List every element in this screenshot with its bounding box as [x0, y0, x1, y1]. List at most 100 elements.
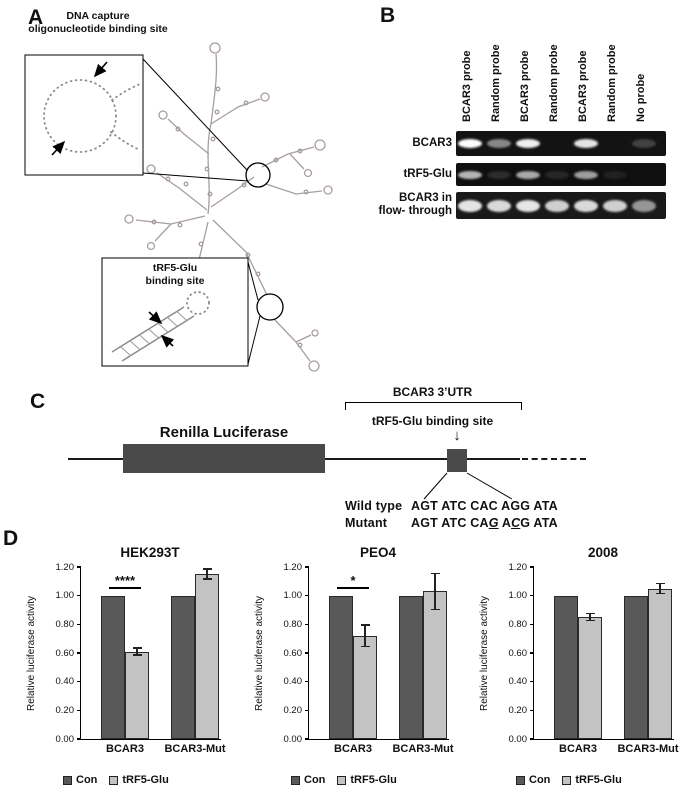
wild-type-sequence: AGT ATC CAC AGG ATA [411, 499, 558, 513]
gel-band [458, 170, 482, 179]
gel-row-label-bcar3: BCAR3 [412, 137, 452, 149]
y-tick-label: 0.00 [508, 733, 528, 745]
top-site-circle [245, 162, 271, 188]
trf5-glu-site-caption: tRF5-Glu binding site [145, 262, 205, 288]
legend-swatch-con [291, 775, 300, 785]
site-to-sequence-lines [423, 472, 513, 500]
legend-swatch-trf5-glu [337, 775, 347, 785]
bar-con-bcar3 [101, 595, 125, 739]
gel-band [516, 139, 540, 148]
panel-c-label: C [30, 390, 46, 413]
mutant-substitution-c: C [511, 516, 521, 530]
y-tick-mark [305, 566, 309, 568]
y-axis-label: Relative luciferase activity [254, 595, 265, 711]
legend-swatch-trf5-glu [562, 775, 572, 785]
y-tick-label: 0.60 [55, 647, 75, 659]
y-tick-mark [305, 594, 309, 597]
down-arrow-icon: ↓ [453, 427, 461, 444]
y-tick-label: 0.20 [55, 704, 75, 716]
bcar3-3utr-label: BCAR3 3’UTR [392, 385, 473, 399]
binding-site-arrow-icon [93, 61, 108, 78]
y-tick-label: 1.00 [508, 590, 528, 602]
chart-legend: Con tRF5-Glu [291, 774, 397, 786]
x-category-label: BCAR3-Mut [164, 743, 226, 755]
gel-band [516, 199, 540, 212]
gel-band [545, 199, 569, 212]
y-tick-label: 1.20 [55, 561, 75, 573]
gel-lane-label: Random probe [548, 44, 560, 122]
gel-strip [456, 131, 666, 156]
y-tick-mark [305, 623, 309, 626]
mutant-label: Mutant [345, 516, 388, 530]
gel-band [632, 139, 656, 148]
y-tick-mark [305, 680, 309, 683]
gel-band [458, 139, 482, 148]
construct-dashed-line [522, 458, 586, 460]
gel-band [516, 170, 540, 179]
legend-swatch-trf5-glu [109, 775, 119, 785]
wild-type-row: Wild type AGT ATC CAC AGG ATA [345, 499, 558, 513]
bar-trf5-glu-bcar3-mut [423, 591, 447, 739]
y-tick-mark [77, 594, 81, 597]
legend-label: Con [529, 774, 551, 786]
significance-label: **** [114, 572, 136, 588]
y-tick-label: 0.00 [55, 733, 75, 745]
y-tick-mark [77, 652, 81, 654]
bar-con-bcar3 [554, 595, 578, 739]
y-tick-label: 0.60 [283, 647, 303, 659]
y-tick-label: 1.00 [55, 590, 75, 602]
rna-structure-graphic [24, 42, 333, 372]
legend-item: Con [291, 774, 325, 786]
legend-label: tRF5-Glu [575, 774, 622, 786]
binding-site-box [447, 449, 467, 472]
bottom-inset-stem [111, 291, 210, 362]
y-tick-mark [530, 566, 534, 568]
dna-capture-site-caption: DNA capture oligonucleotide binding site [28, 10, 168, 36]
error-bar [202, 568, 212, 580]
y-tick-mark [530, 594, 534, 597]
gel-band [603, 170, 627, 179]
y-tick-mark [530, 738, 534, 740]
y-tick-label: 0.60 [508, 647, 528, 659]
y-tick-mark [77, 566, 81, 568]
y-tick-mark [305, 709, 309, 712]
legend-label: Con [76, 774, 98, 786]
gel-row-label-trf5-glu: tRF5-Glu [403, 168, 452, 180]
top-inset-loop [43, 61, 141, 156]
y-tick-label: 0.40 [55, 676, 75, 688]
chart-legend: Con tRF5-Glu [516, 774, 622, 786]
legend-swatch-con [63, 775, 72, 785]
gel-band [574, 170, 598, 179]
y-tick-label: 0.80 [283, 618, 303, 630]
significance-line [337, 587, 369, 589]
chart-title: PEO4 [359, 545, 397, 560]
gel-band [603, 199, 627, 212]
y-tick-label: 1.20 [508, 561, 528, 573]
utr-bracket [345, 402, 522, 410]
chart-legend: Con tRF5-Glu [63, 774, 169, 786]
binding-site-arrow-icon [51, 140, 66, 156]
legend-item: Con [516, 774, 550, 786]
error-bar [132, 647, 142, 656]
x-category-label: BCAR3 [106, 743, 144, 755]
y-tick-label: 0.80 [508, 618, 528, 630]
legend-label: tRF5-Glu [350, 774, 397, 786]
top-inset-box [24, 54, 144, 176]
legend-label: tRF5-Glu [122, 774, 169, 786]
gel-band [574, 139, 598, 148]
y-tick-label: 0.80 [55, 618, 75, 630]
mutant-seq-pre: AGT ATC CA [411, 516, 489, 530]
legend-label: Con [304, 774, 326, 786]
mutant-row: Mutant AGT ATC CAG ACG ATA [345, 516, 558, 530]
bar-con-bcar3-mut [171, 595, 195, 739]
legend-item: Con [63, 774, 97, 786]
renilla-luciferase-box [123, 444, 325, 473]
gel-lane-label: Random probe [606, 44, 618, 122]
gel-row-label-flow-through: BCAR3 in flow- through [378, 192, 452, 217]
error-bar [655, 582, 665, 595]
gel-band [487, 170, 511, 179]
gel-band [632, 199, 656, 212]
